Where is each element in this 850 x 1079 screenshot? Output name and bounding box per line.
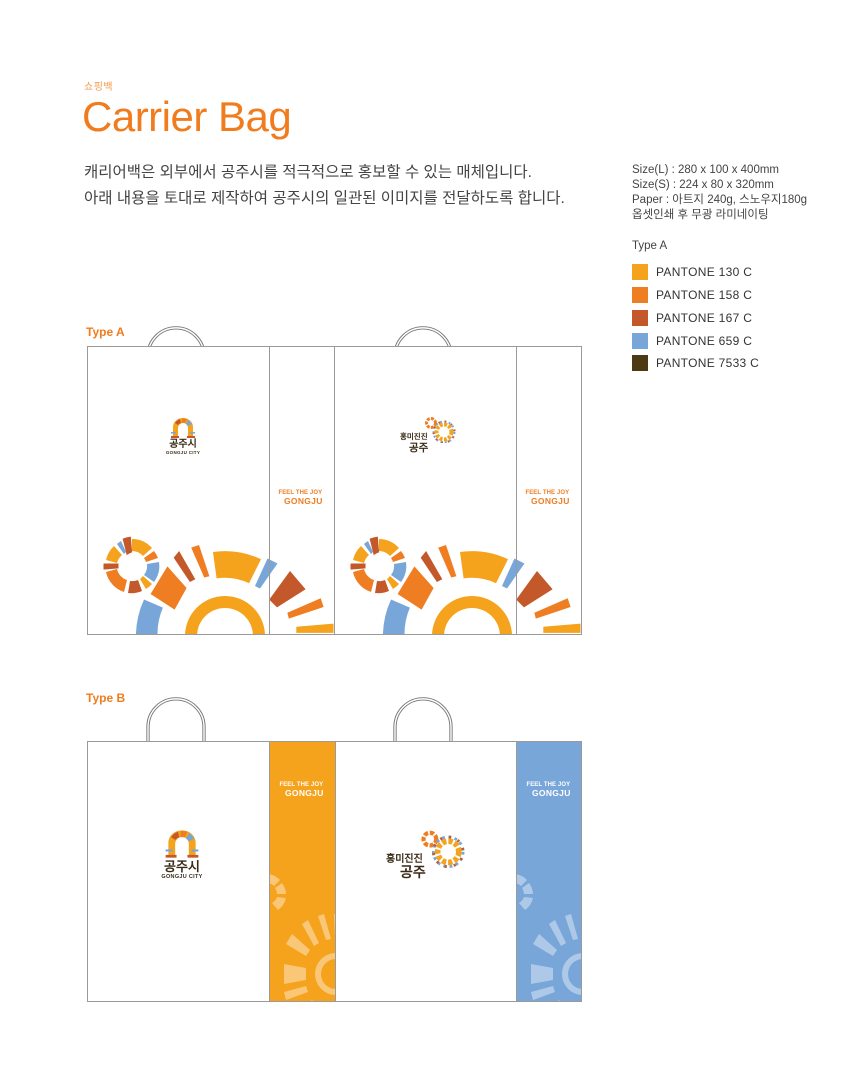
legend-label: PANTONE 130 C bbox=[656, 265, 753, 280]
side-panel-divider bbox=[516, 347, 517, 634]
sun-logo-icon bbox=[421, 830, 465, 868]
tagline: FEEL THE JOY GONGJU bbox=[525, 490, 570, 506]
color-swatch bbox=[632, 332, 648, 349]
spec-paper: Paper : 아트지 240g, 스노우지180g bbox=[632, 194, 808, 206]
logo-korean-line2: 공주 bbox=[400, 864, 426, 880]
tagline-small: FEEL THE JOY bbox=[526, 782, 571, 788]
intro-line-1: 캐리어백은 외부에서 공주시를 적극적으로 홍보할 수 있는 매체입니다. bbox=[84, 164, 532, 181]
tagline-small: FEEL THE JOY bbox=[279, 782, 324, 788]
bag-divider bbox=[335, 742, 336, 1001]
legend-label: PANTONE 7533 C bbox=[656, 356, 760, 371]
hongmi-gongju-logo: 홍미진진 공주 bbox=[384, 830, 468, 880]
legend-item: PANTONE 158 C bbox=[632, 284, 759, 307]
eyebrow-label: 쇼핑백 bbox=[84, 82, 114, 93]
legend-label: PANTONE 167 C bbox=[656, 310, 753, 325]
legend-label: PANTONE 158 C bbox=[656, 288, 753, 303]
legend-item: PANTONE 7533 C bbox=[632, 352, 759, 375]
sun-logo-icon bbox=[425, 417, 456, 443]
gongju-city-logo: 공주시 GONGJU CITY bbox=[152, 829, 212, 880]
type-a-bags: 공주시 GONGJU CITY 홍미진진 공주 FEEL THE JOY GON… bbox=[87, 346, 582, 635]
page-title: Carrier Bag bbox=[82, 93, 292, 140]
tagline: FEEL THE JOY GONGJU bbox=[278, 490, 323, 506]
tagline-small: FEEL THE JOY bbox=[525, 490, 570, 496]
tagline-big: GONGJU bbox=[531, 496, 570, 506]
intro-line-2: 아래 내용을 토대로 제작하여 공주시의 일관된 이미지를 전달하도록 합니다. bbox=[84, 190, 565, 207]
side-panel-blue: FEEL THE JOY GONGJU bbox=[516, 742, 581, 1001]
color-swatch bbox=[632, 355, 648, 372]
side-panel-divider bbox=[269, 347, 270, 634]
tagline-small: FEEL THE JOY bbox=[278, 490, 323, 496]
color-swatch bbox=[632, 264, 648, 281]
arch-logo-icon bbox=[171, 418, 195, 438]
logo-korean-line1: 홍미진진 bbox=[386, 854, 423, 865]
logo-korean-line1: 홍미진진 bbox=[400, 432, 428, 441]
sun-watermark-icon bbox=[517, 874, 581, 1001]
intro-text: 캐리어백은 외부에서 공주시를 적극적으로 홍보할 수 있는 매체입니다. 아래… bbox=[84, 160, 565, 212]
tagline-big: GONGJU bbox=[532, 788, 571, 798]
type-a-label: Type A bbox=[86, 325, 125, 339]
type-b-label: Type B bbox=[86, 691, 126, 705]
tagline: FEEL THE JOY GONGJU bbox=[279, 782, 324, 798]
sun-graphic-icon bbox=[103, 536, 581, 634]
legend-label: PANTONE 659 C bbox=[656, 333, 753, 348]
spec-finish: 옵셋인쇄 후 무광 라미네이팅 bbox=[632, 209, 769, 221]
legend-item: PANTONE 130 C bbox=[632, 261, 759, 284]
type-b-bags: FEEL THE JOY GONGJU bbox=[87, 741, 582, 1002]
sun-watermark-icon bbox=[270, 874, 335, 1001]
legend-item: PANTONE 167 C bbox=[632, 307, 759, 330]
logo-english: GONGJU CITY bbox=[161, 874, 203, 880]
legend-item: PANTONE 659 C bbox=[632, 329, 759, 352]
type-a-bag-sheet: 공주시 GONGJU CITY 홍미진진 공주 FEEL THE JOY GON… bbox=[87, 346, 582, 635]
color-legend: PANTONE 130 C PANTONE 158 C PANTONE 167 … bbox=[632, 261, 759, 375]
bag-divider bbox=[334, 347, 335, 634]
spec-list: Size(L) : 280 x 100 x 400mm Size(S) : 22… bbox=[632, 163, 807, 223]
arch-logo-icon bbox=[165, 830, 199, 858]
side-panel-orange: FEEL THE JOY GONGJU bbox=[269, 742, 335, 1001]
tagline-big: GONGJU bbox=[284, 496, 323, 506]
color-swatch bbox=[632, 309, 648, 326]
type-b-bag-sheet: FEEL THE JOY GONGJU bbox=[87, 741, 582, 1002]
tagline-big: GONGJU bbox=[285, 788, 324, 798]
spec-size-large: Size(L) : 280 x 100 x 400mm bbox=[632, 164, 780, 176]
logo-english: GONGJU CITY bbox=[165, 450, 201, 455]
logo-korean: 공주시 bbox=[169, 439, 197, 450]
tagline: FEEL THE JOY GONGJU bbox=[526, 782, 571, 798]
logo-korean: 공주시 bbox=[164, 859, 200, 874]
legend-title: Type A bbox=[632, 240, 668, 252]
hongmi-gongju-logo: 홍미진진 공주 bbox=[396, 417, 456, 454]
logo-korean-line2: 공주 bbox=[409, 442, 429, 454]
spec-size-small: Size(S) : 224 x 80 x 320mm bbox=[632, 179, 774, 191]
gongju-city-logo: 공주시 GONGJU CITY bbox=[160, 417, 206, 455]
color-swatch bbox=[632, 287, 648, 304]
